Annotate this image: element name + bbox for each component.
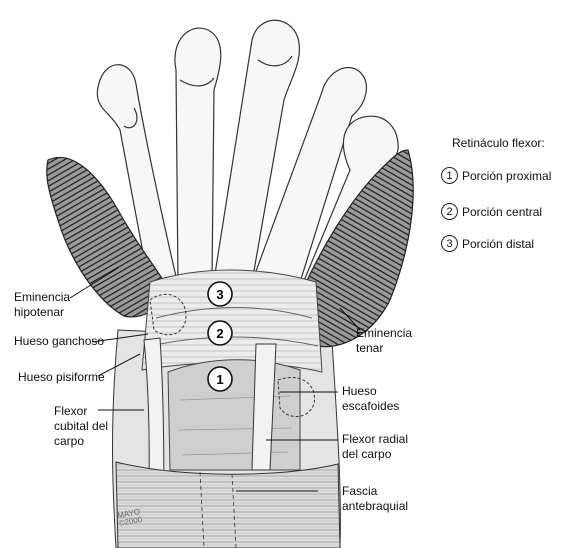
legend-title: Retináculo flexor: (452, 136, 545, 150)
flexor-retinaculum (142, 270, 322, 372)
label-hueso-escafoides: Hueso escafoides (342, 384, 399, 414)
label-hueso-pisiforme: Hueso pisiforme (18, 370, 105, 385)
label-fascia-antebraquial: Fascia antebraquial (342, 484, 408, 514)
legend-item-proximal: 1 Porción proximal (441, 167, 551, 184)
antebrachial-fascia (116, 462, 340, 548)
legend-label: Porción central (462, 205, 542, 219)
legend-item-distal: 3 Porción distal (441, 235, 534, 252)
label-flexor-cubital: Flexor cubital del carpo (54, 404, 108, 449)
marker-3: 3 (208, 282, 232, 306)
marker-2: 2 (208, 321, 232, 345)
svg-text:1: 1 (216, 372, 223, 387)
marker-1: 1 (208, 367, 232, 391)
carpal-tunnel (168, 360, 300, 470)
legend-number: 1 (441, 167, 458, 184)
label-eminencia-tenar: Eminencia tenar (356, 326, 412, 356)
label-hueso-ganchoso: Hueso ganchoso (14, 334, 104, 349)
legend-label: Porción distal (462, 237, 534, 251)
legend-number: 2 (441, 203, 458, 220)
legend-item-central: 2 Porción central (441, 203, 542, 220)
svg-text:3: 3 (216, 287, 223, 302)
legend-label: Porción proximal (462, 169, 551, 183)
svg-text:2: 2 (216, 326, 223, 341)
legend-number: 3 (441, 235, 458, 252)
label-flexor-radial: Flexor radial del carpo (342, 432, 408, 462)
label-eminencia-hipotenar: Eminencia hipotenar (14, 290, 70, 320)
ring-finger (175, 28, 221, 285)
